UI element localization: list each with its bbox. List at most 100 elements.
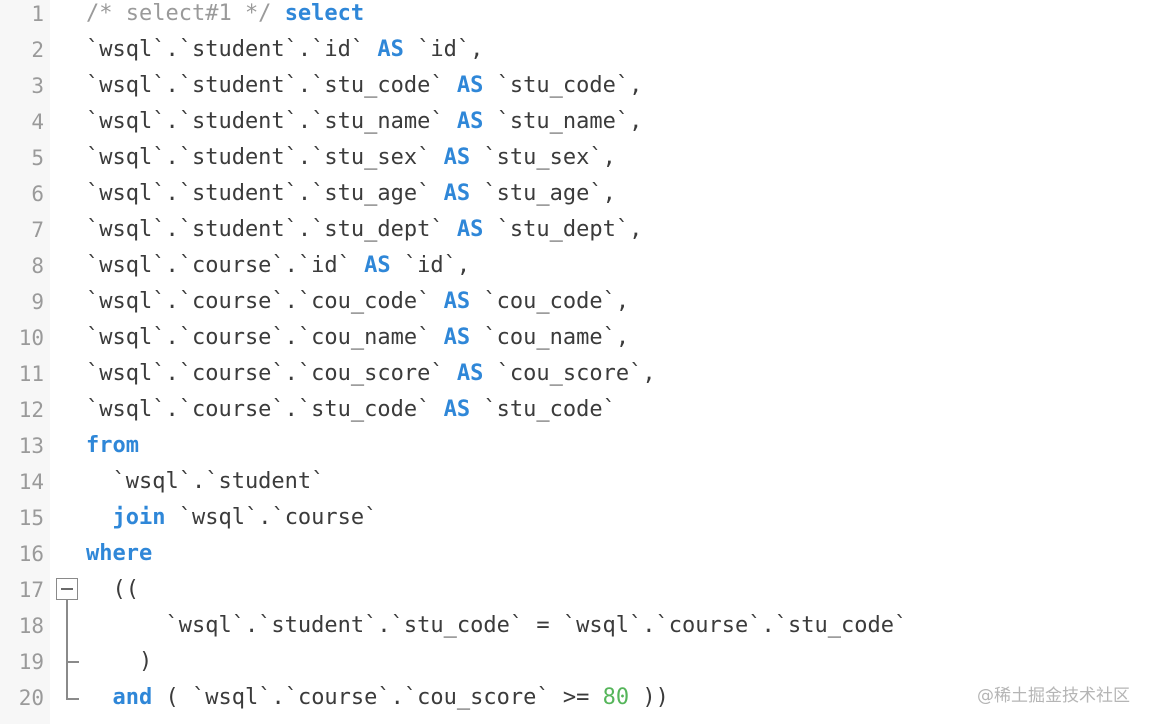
code-text: `wsql`.`student`.`stu_code` = `wsql`.`co… <box>86 608 907 644</box>
fold-range-end-tick <box>66 698 79 700</box>
code-text: `wsql`.`course`.`cou_score` AS `cou_scor… <box>86 356 656 392</box>
text-token: `stu_dept`, <box>483 217 643 242</box>
code-text: `wsql`.`student`.`stu_sex` AS `stu_sex`, <box>86 140 616 176</box>
line-number: 13 <box>18 434 44 458</box>
line-number: 6 <box>31 182 44 206</box>
code-text: (( <box>86 572 139 608</box>
code-text: where <box>86 536 152 572</box>
keyword-token: where <box>86 541 153 566</box>
code-text: `wsql`.`student`.`stu_age` AS `stu_age`, <box>86 176 616 212</box>
code-line: 2 `wsql`.`student`.`id` AS `id`, <box>0 32 1150 68</box>
keyword-token: AS <box>456 73 484 98</box>
keyword-token: AS <box>456 109 484 134</box>
keyword-token: AS <box>443 145 471 170</box>
line-number: 15 <box>18 506 44 530</box>
code-line: 20 and ( `wsql`.`course`.`cou_score` >= … <box>0 680 1150 716</box>
code-line: 9 `wsql`.`course`.`cou_code` AS `cou_code… <box>0 284 1150 320</box>
text-token: `id`, <box>403 37 484 62</box>
code-text: `wsql`.`student`.`stu_code` AS `stu_code… <box>86 68 642 104</box>
code-line: 16 where <box>0 536 1150 572</box>
fold-range-line <box>66 600 68 699</box>
text-token: `stu_code` <box>470 397 616 422</box>
fold-collapse-icon[interactable] <box>56 578 78 600</box>
code-text: join `wsql`.`course` <box>86 500 378 536</box>
text-token: (( <box>86 577 139 602</box>
line-number: 11 <box>18 362 44 386</box>
line-number: 2 <box>31 38 44 62</box>
text-token: ) <box>86 649 153 674</box>
code-line: 6 `wsql`.`student`.`stu_age` AS `stu_age`… <box>0 176 1150 212</box>
text-token: `wsql`.`student`.`stu_sex` <box>86 145 444 170</box>
code-line: 4 `wsql`.`student`.`stu_name` AS `stu_nam… <box>0 104 1150 140</box>
text-token: `stu_name`, <box>483 109 643 134</box>
keyword-token: AS <box>364 253 391 278</box>
text-token: `wsql`.`course` <box>165 505 378 530</box>
text-token: `wsql`.`student`.`stu_name` <box>86 109 457 134</box>
code-line: 3 `wsql`.`student`.`stu_code` AS `stu_cod… <box>0 68 1150 104</box>
code-line: 17 (( <box>0 572 1150 608</box>
text-token: `wsql`.`student`.`stu_dept` <box>86 217 457 242</box>
text-token: `stu_code`, <box>483 73 643 98</box>
code-line: 5 `wsql`.`student`.`stu_sex` AS `stu_sex`… <box>0 140 1150 176</box>
code-line: 11 `wsql`.`course`.`cou_score` AS `cou_sc… <box>0 356 1150 392</box>
text-token <box>271 1 284 26</box>
code-line: 12 `wsql`.`course`.`stu_code` AS `stu_cod… <box>0 392 1150 428</box>
line-number: 19 <box>18 650 44 674</box>
text-token: `cou_name`, <box>470 325 630 350</box>
keyword-token: and <box>112 685 153 710</box>
line-number: 16 <box>18 542 44 566</box>
code-text: ) <box>86 644 152 680</box>
code-line: 8`wsql`.`course`.`id` AS `id`, <box>0 248 1150 284</box>
text-token: `wsql`.`course`.`cou_name` <box>86 325 444 350</box>
line-number: 9 <box>31 290 44 314</box>
text-token: `wsql`.`course`.`cou_score` <box>86 361 457 386</box>
watermark: @稀土掘金技术社区 <box>977 686 1130 706</box>
text-token: `wsql`.`student`.`stu_code` = `wsql`.`co… <box>86 613 908 638</box>
text-token: )) <box>629 685 669 710</box>
line-number: 20 <box>18 686 44 710</box>
code-text: `wsql`.`student`.`stu_dept` AS `stu_dept… <box>86 212 642 248</box>
line-number: 1 <box>31 2 44 26</box>
keyword-token: AS <box>443 325 471 350</box>
line-number: 7 <box>31 218 44 242</box>
code-line: 15 join `wsql`.`course` <box>0 500 1150 536</box>
line-number: 4 <box>31 110 44 134</box>
line-number: 8 <box>31 254 44 278</box>
keyword-token: join <box>112 505 166 530</box>
code-line: 14 `wsql`.`student` <box>0 464 1150 500</box>
code-text: `wsql`.`course`.`cou_name` AS `cou_name`… <box>86 320 629 356</box>
keyword-token: AS <box>456 217 484 242</box>
line-number: 5 <box>31 146 44 170</box>
comment-token: /* select#1 */ <box>86 1 272 26</box>
line-number: 3 <box>31 74 44 98</box>
fold-range-tick <box>66 661 79 663</box>
keyword-token: AS <box>456 361 484 386</box>
code-text: from <box>86 428 139 464</box>
code-text: /* select#1 */ select <box>86 0 364 32</box>
number-token: 80 <box>602 685 630 710</box>
text-token <box>86 685 113 710</box>
text-token: `cou_score`, <box>483 361 656 386</box>
text-token: `stu_sex`, <box>470 145 616 170</box>
code-line: 19 ) <box>0 644 1150 680</box>
text-token: `wsql`.`course`.`cou_code` <box>86 289 444 314</box>
text-token: ( `wsql`.`course`.`cou_score` >= <box>152 685 603 710</box>
code-text: `wsql`.`course`.`stu_code` AS `stu_code` <box>86 392 616 428</box>
code-text: `wsql`.`student`.`stu_name` AS `stu_name… <box>86 104 642 140</box>
line-number: 12 <box>18 398 44 422</box>
code-text: `wsql`.`course`.`cou_code` AS `cou_code`… <box>86 284 629 320</box>
keyword-token: AS <box>443 181 471 206</box>
text-token: `stu_age`, <box>470 181 616 206</box>
text-token: `id`, <box>390 253 471 278</box>
text-token: `wsql`.`student`.`stu_code` <box>86 73 457 98</box>
keyword-token: AS <box>377 37 404 62</box>
code-text: `wsql`.`student`.`id` AS `id`, <box>86 32 483 68</box>
line-number: 14 <box>18 470 44 494</box>
code-line: 1 /* select#1 */ select <box>0 0 1150 32</box>
text-token: `cou_code`, <box>470 289 630 314</box>
code-text: and ( `wsql`.`course`.`cou_score` >= 80 … <box>86 680 669 716</box>
line-number: 10 <box>18 326 44 350</box>
text-token: `wsql`.`student`.`id` <box>86 37 378 62</box>
text-token <box>86 505 113 530</box>
